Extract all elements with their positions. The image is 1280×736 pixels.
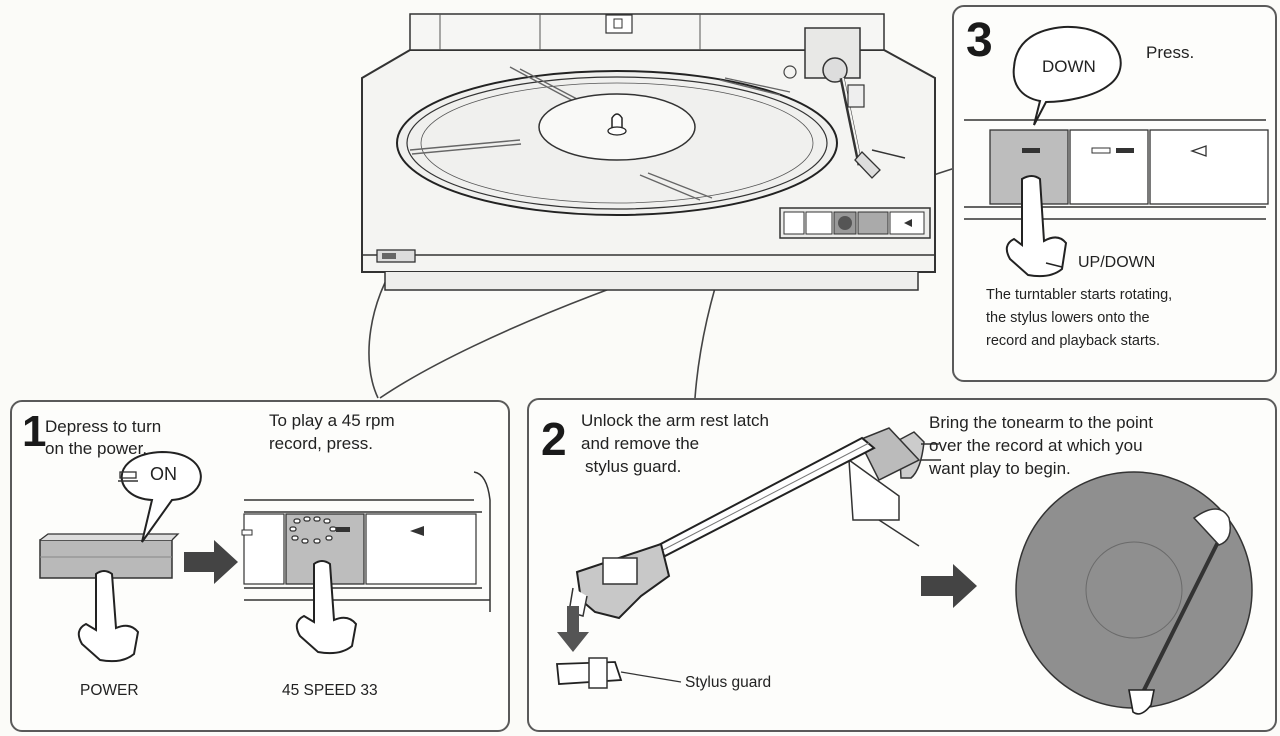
record (1015, 471, 1253, 709)
updown-label: UP/DOWN (1078, 254, 1156, 271)
step-2-panel: 2 Unlock the arm rest latch and remove t… (527, 398, 1277, 732)
power-label: POWER (80, 682, 139, 699)
arrow-icon (921, 564, 977, 608)
step-3-illustration (964, 25, 1269, 278)
step-2-illustration (556, 427, 1253, 715)
speed-instruction-line-2: record, press. (269, 434, 373, 453)
step-1-instruction-line-2: on the power. (45, 439, 148, 458)
step-2-number: 2 (541, 413, 567, 465)
stylus-guard-label: Stylus guard (685, 674, 772, 691)
tonearm-instruction-line-2: over the record at which you (929, 436, 1143, 455)
step-2-instruction-line-2: and remove the (581, 434, 700, 453)
on-speech-bubble (120, 450, 202, 543)
down-bubble-text: DOWN (1042, 57, 1096, 76)
hand-icon (1005, 175, 1068, 278)
step-1-instruction-line-1: Depress to turn (45, 417, 162, 436)
step-3-panel: 3 DOWN Press. UP/DOWN The turntabler sta… (952, 5, 1277, 382)
arrow-icon (184, 540, 238, 584)
speed-label: 45 SPEED 33 (282, 682, 378, 699)
step-2-instruction-line-1: Unlock the arm rest latch (581, 411, 770, 430)
on-bubble-text: ON (150, 464, 177, 484)
step-2-instruction-line-3: stylus guard. (585, 457, 682, 476)
step-3-description-line-3: record and playback starts. (986, 333, 1161, 349)
step-1-illustration (39, 450, 491, 663)
tonearm-instruction-line-3: want play to begin. (929, 459, 1071, 478)
step-3-description-line-1: The turntabler starts rotating, (986, 287, 1173, 303)
step-1-number: 1 (22, 407, 47, 456)
speed-instruction-line-1: To play a 45 rpm (269, 411, 395, 430)
speech-bubble (1012, 25, 1122, 126)
step-3-description-line-2: the stylus lowers onto the (986, 310, 1150, 326)
hand-icon-power (77, 570, 140, 663)
step-3-number: 3 (966, 14, 993, 67)
tonearm-instruction-line-1: Bring the tonearm to the point (929, 413, 1153, 432)
step-1-panel: 1 Depress to turn on the power. To play … (10, 400, 510, 732)
hand-icon-speed (295, 560, 358, 655)
press-text: Press. (1146, 43, 1195, 62)
down-arrow-icon (557, 606, 589, 652)
